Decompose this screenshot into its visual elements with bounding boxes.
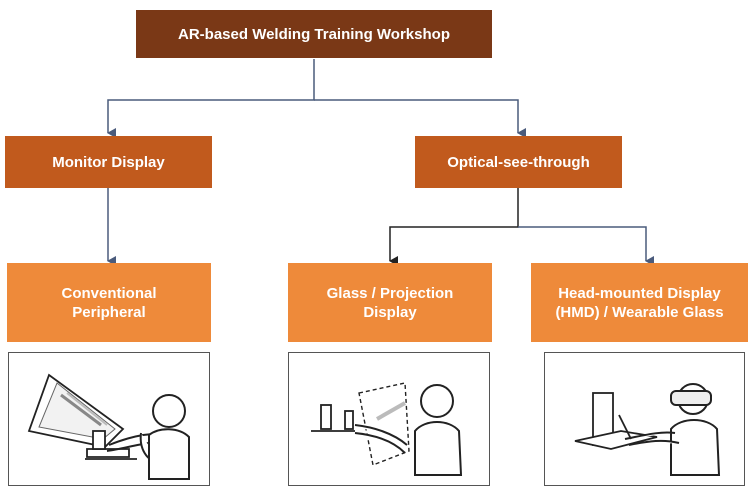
category-monitor-display: Monitor Display	[5, 136, 212, 188]
workpiece-icon	[311, 404, 355, 432]
type-label: Conventional Peripheral	[61, 284, 157, 321]
type-hmd-wearable-glass: Head-mounted Display (HMD) / Wearable Gl…	[531, 263, 748, 342]
type-label: Head-mounted Display (HMD) / Wearable Gl…	[555, 284, 724, 321]
connector-root-to-categories	[107, 59, 315, 138]
root-node: AR-based Welding Training Workshop	[136, 10, 492, 58]
category-label: Monitor Display	[52, 153, 165, 171]
monitor-icon	[27, 373, 125, 448]
connector-optical-to-glass	[389, 187, 519, 266]
welder-icon	[106, 394, 190, 480]
root-label: AR-based Welding Training Workshop	[178, 25, 450, 43]
workpiece-icon	[574, 392, 658, 450]
category-label: Optical-see-through	[447, 153, 590, 171]
type-conventional-peripheral: Conventional Peripheral	[7, 263, 211, 342]
type-glass-projection-display: Glass / Projection Display	[288, 263, 492, 342]
category-optical-see-through: Optical-see-through	[415, 136, 622, 188]
welder-icon	[354, 384, 463, 476]
monitor-welder-illustration	[8, 352, 210, 486]
connector-root-to-optical	[314, 99, 526, 138]
glass-projection-welder-illustration	[288, 352, 490, 486]
glass-panel-icon	[358, 382, 410, 466]
hmd-welder-illustration	[544, 352, 745, 486]
type-label: Glass / Projection Display	[326, 284, 454, 321]
welder-icon	[624, 383, 721, 476]
connector-optical-to-hmd	[518, 226, 654, 266]
